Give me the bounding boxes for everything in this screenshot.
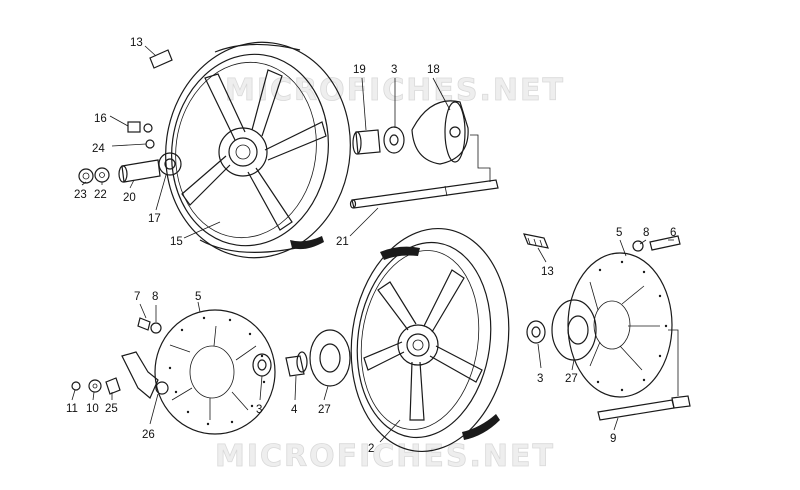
callout-3c: 3 [537,373,543,385]
callout-19: 19 [353,64,366,76]
spacer-19 [355,129,381,155]
callout-8a: 8 [643,227,649,239]
callout-11: 11 [66,403,78,415]
nut-23 [78,168,94,184]
callout-24: 24 [92,143,105,155]
callout-2: 2 [368,443,374,455]
callout-18: 18 [427,64,440,76]
callout-3a: 3 [391,64,397,76]
callout-3b: 3 [256,404,262,416]
part-16 [127,121,141,133]
callout-4: 4 [291,404,298,416]
speedo-drive [121,351,159,399]
rear-wheel [165,41,351,259]
callout-10: 10 [86,403,99,415]
washer-22 [94,167,110,183]
brake-disc-5a [567,252,673,398]
callout-21: 21 [336,236,349,248]
callout-9: 9 [610,433,616,445]
balance-weight-13a [149,49,173,69]
callout-26: 26 [142,429,155,441]
washer-8a [632,240,644,252]
callout-23: 23 [74,189,87,201]
washer-10 [88,379,102,393]
callout-22: 22 [94,189,107,201]
front-tyre-mark-bottom [462,414,500,440]
callout-17: 17 [148,213,161,225]
watermark-bottom: MICROFICHES.NET [215,439,555,474]
callout-27a: 27 [318,404,331,416]
callout-16: 16 [94,113,107,125]
bearing-3b [252,353,272,377]
front-hub [397,324,439,366]
callout-13b: 13 [541,266,554,278]
part-24 [145,139,155,149]
balance-weight-13b [523,233,549,249]
nut-25 [105,377,121,395]
front-tyre-mark-top [380,246,420,260]
bearing-3a [383,126,405,154]
front-right-parts [523,233,691,421]
rear-tyre-mark [290,236,324,250]
flange-27a [309,329,351,387]
bearing-17 [158,152,182,176]
callout-8b: 8 [152,291,158,303]
rear-hub [218,127,268,177]
brake-disc-5b [154,309,276,435]
callout-25: 25 [105,403,118,415]
spacer-20 [121,159,161,183]
bolt-7 [137,317,151,331]
washer-8b [150,322,162,334]
leader-lines [71,45,674,443]
front-wheel [350,227,510,453]
flange-27b [551,299,597,361]
bearing-3c [526,320,546,344]
callout-13a: 13 [130,37,143,49]
callout-numbers: 13 19 3 18 16 24 23 22 20 17 15 21 13 5 … [66,37,676,455]
bolt-6 [649,235,681,251]
axle-9 [597,399,675,421]
callout-7: 7 [134,291,140,303]
spacer-4 [285,355,305,377]
callout-20: 20 [123,192,136,204]
front-left-parts [71,309,351,435]
callout-6: 6 [670,227,676,239]
callout-5b: 5 [195,291,201,303]
cover-18 [411,100,469,165]
axle-21 [351,179,499,209]
part-11 [71,381,81,391]
callout-5a: 5 [616,227,622,239]
callout-27b: 27 [565,373,578,385]
callout-15: 15 [170,236,183,248]
